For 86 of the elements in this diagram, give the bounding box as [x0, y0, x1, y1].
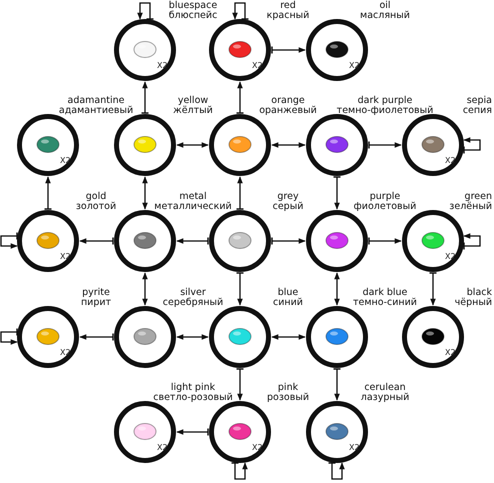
arrow — [142, 81, 148, 114]
arrow — [176, 142, 209, 148]
quantity-label: X2 — [60, 253, 71, 261]
quantity-label: X2 — [445, 349, 456, 357]
arrow — [334, 272, 340, 306]
arrow — [271, 334, 306, 340]
material-label: purple — [370, 192, 400, 202]
material-label: серебряный — [162, 298, 224, 308]
material-label: сепия — [462, 106, 492, 116]
arrow — [368, 142, 402, 148]
arrow — [236, 368, 244, 401]
material-label: adamantine — [68, 96, 124, 106]
arrow — [142, 176, 148, 210]
quantity-label: X2 — [445, 157, 456, 165]
arrow — [44, 176, 52, 210]
material-label: чёрный — [454, 298, 492, 308]
material-label: лазурный — [360, 393, 410, 403]
material-label: black — [466, 288, 492, 298]
loop-arrow — [137, 2, 154, 20]
arrow — [271, 238, 306, 244]
material-label: silver — [180, 288, 206, 298]
arrow — [271, 46, 306, 54]
material-label: dark purple — [358, 96, 412, 106]
arrow — [79, 238, 114, 244]
arrow — [176, 428, 209, 436]
material-label: green — [464, 192, 492, 202]
material-label: синий — [273, 298, 303, 308]
material-label: pyrite — [81, 288, 111, 298]
material-label: масляный — [360, 11, 410, 21]
arrow — [236, 81, 244, 114]
material-label: bluespace — [168, 1, 218, 12]
arrow — [430, 272, 436, 306]
material-label: oil — [379, 1, 391, 12]
material-label: gold — [86, 192, 106, 202]
loop-arrow — [0, 328, 18, 345]
material-label: yellow — [178, 96, 208, 106]
loop-arrow — [463, 137, 481, 154]
material-label: золотой — [76, 202, 116, 212]
material-label: light pink — [170, 383, 216, 394]
material-label: blue — [278, 288, 298, 298]
material-label: красный — [266, 11, 310, 21]
quantity-label: X2 — [445, 253, 456, 261]
quantity-label: X2 — [157, 62, 168, 70]
material-label: metal — [179, 192, 207, 202]
material-label: темно-фиолетовый — [336, 106, 434, 116]
loop-arrow — [328, 462, 345, 480]
material-label: розовый — [267, 393, 309, 403]
material-label: светло-розовый — [153, 393, 233, 403]
material-label: pink — [278, 383, 298, 394]
quantity-label: X2 — [349, 62, 360, 70]
material-label: фиолетовый — [354, 202, 416, 212]
material-label: sepia — [466, 96, 492, 106]
loop-arrow — [0, 232, 18, 249]
loop-arrow — [232, 462, 248, 480]
quantity-label: X2 — [157, 444, 168, 452]
arrow — [271, 142, 306, 148]
material-label: серый — [272, 202, 304, 212]
loop-arrow — [463, 233, 481, 250]
quantity-label: X2 — [252, 444, 263, 452]
material-label: grey — [277, 192, 299, 202]
material-label: жёлтый — [173, 106, 213, 116]
arrow — [142, 272, 148, 306]
material-label: блюспейс — [168, 11, 218, 21]
material-label: dark blue — [362, 288, 408, 298]
arrow — [236, 176, 244, 210]
arrow — [334, 368, 340, 401]
material-label: зелёный — [449, 202, 492, 212]
arrow — [368, 238, 402, 244]
material-label: red — [280, 1, 296, 12]
quantity-label: X2 — [60, 157, 71, 165]
arrow — [176, 334, 209, 340]
arrow — [334, 176, 340, 210]
arrow — [236, 272, 244, 306]
quantity-label: X2 — [349, 444, 360, 452]
material-label: металлический — [154, 202, 232, 212]
loop-arrow — [232, 2, 248, 20]
material-label: cerulean — [364, 383, 406, 394]
material-label: темно-синий — [353, 298, 417, 308]
arrow — [79, 334, 114, 340]
quantity-label: X2 — [60, 349, 71, 357]
material-label: адамантиевый — [58, 106, 134, 116]
arrow — [176, 238, 209, 244]
material-label: orange — [271, 96, 305, 106]
quantity-label: X2 — [252, 62, 263, 70]
material-label: оранжевый — [259, 106, 317, 116]
material-label: пирит — [80, 298, 112, 308]
